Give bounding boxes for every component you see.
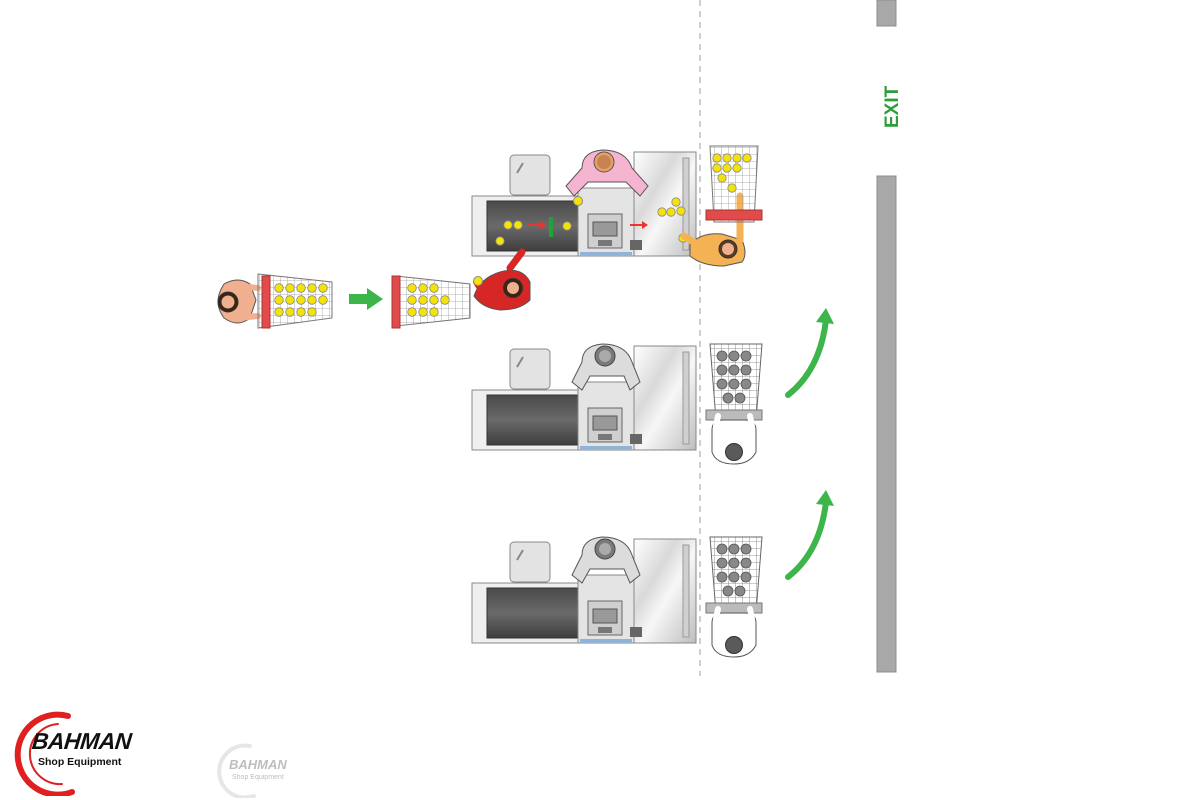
brand-logo-swoosh-icon <box>14 711 75 796</box>
shopper-icon <box>711 413 757 465</box>
customer-icon <box>473 248 531 311</box>
exit-label: EXIT <box>882 85 903 128</box>
cashier-icon <box>571 343 641 391</box>
watermark-tagline: Shop Equipment <box>232 774 284 781</box>
watermark-swoosh-icon <box>217 743 256 798</box>
partition-icon <box>509 541 551 583</box>
checkout-lane-3 <box>471 536 763 658</box>
wall-top-segment <box>876 0 897 27</box>
brand-logo-tagline: Shop Equipment <box>38 756 122 768</box>
wall-main-segment <box>876 175 897 673</box>
checkout-lane-2 <box>471 343 763 465</box>
trolley-icon <box>705 145 763 223</box>
partition-icon <box>509 154 551 196</box>
shopper-icon <box>217 279 261 324</box>
flow-arrow-lane-3-exit <box>785 490 834 580</box>
checkout-counter <box>471 345 697 451</box>
trolley-icon <box>705 343 763 421</box>
conveyor-belt <box>486 587 580 639</box>
checkout-counter <box>471 538 697 644</box>
checkout-lane-1 <box>217 145 763 329</box>
cashier-icon <box>565 149 649 206</box>
shopper-icon <box>711 606 757 658</box>
watermark-name: BAHMAN <box>229 757 287 772</box>
trolley-icon <box>257 273 333 329</box>
partition-icon <box>509 348 551 390</box>
conveyor-belt <box>486 394 580 446</box>
flow-arrow-lane-2-exit <box>785 308 834 398</box>
flow-arrow-queue <box>349 288 383 310</box>
brand-logo-name: BAHMAN <box>30 728 133 754</box>
item-icon <box>495 197 688 246</box>
trolley-icon <box>391 275 471 329</box>
conveyor-direction-arrow <box>527 221 648 229</box>
cashier-icon <box>571 536 641 584</box>
divider-bar <box>549 217 553 237</box>
trolley-icon <box>705 536 763 614</box>
checkout-counter <box>471 151 697 257</box>
